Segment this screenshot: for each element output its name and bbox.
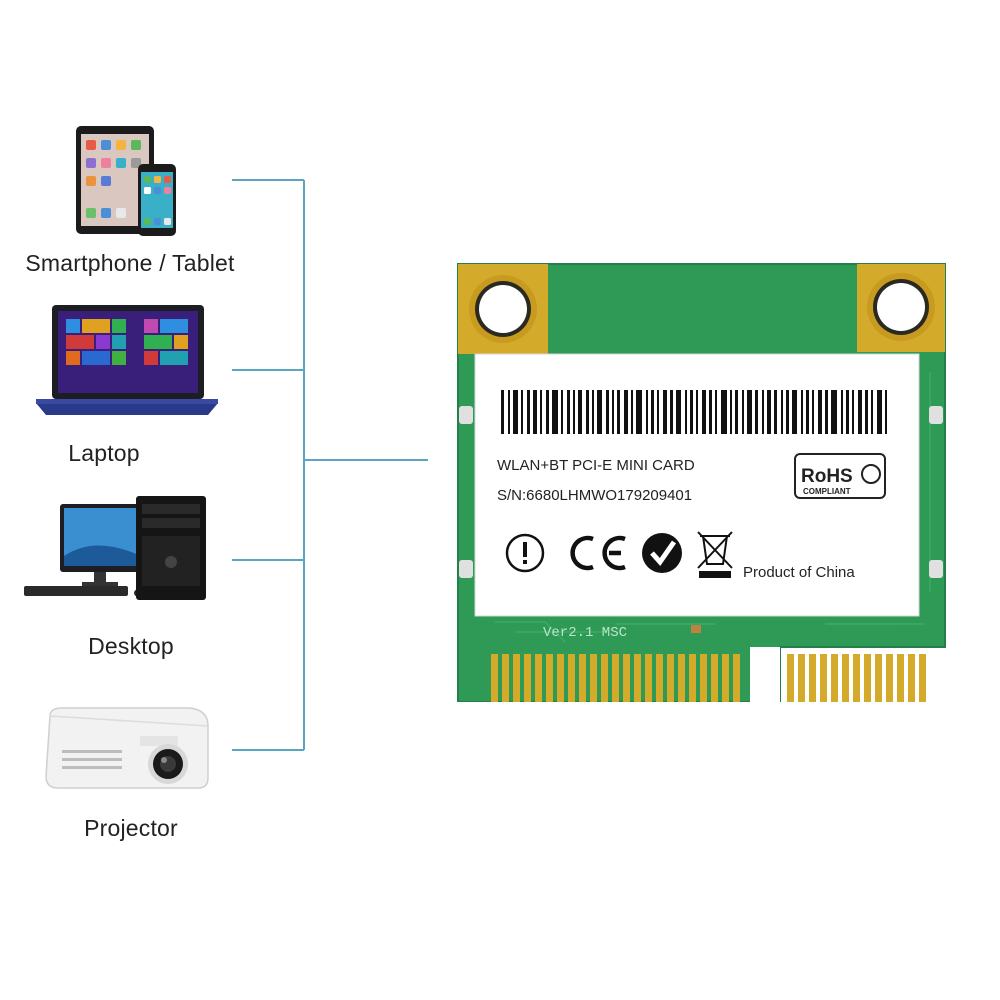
compliant-text: COMPLIANT (803, 487, 851, 496)
barcode (501, 390, 887, 434)
mount-hole-left (458, 264, 548, 354)
device-label-projector: Projector (84, 815, 178, 841)
pcb-marking: Ver2.1 MSC (543, 625, 627, 641)
device-label-desktop: Desktop (88, 633, 174, 659)
wlan-bt-mini-card: Ver2.1 MSC WLAN+BT PCI-E MINI CARD S/N:6… (457, 263, 946, 702)
card-title: WLAN+BT PCI-E MINI CARD (497, 457, 695, 474)
rohs-compliant-badge: RoHS COMPLIANT (794, 453, 886, 499)
edge-connector-left (491, 654, 740, 702)
origin-text: Product of China (743, 564, 855, 581)
projector-icon (45, 707, 209, 789)
weee-bin-icon (697, 531, 733, 578)
c-tick-icon (642, 533, 682, 573)
ce-mark-icon (570, 535, 626, 571)
device-label-smartphone-tablet: Smartphone / Tablet (25, 250, 235, 276)
desktop-computer-icon (24, 496, 206, 600)
card-serial: S/N:6680LHMWO179209401 (497, 487, 692, 504)
edge-connector-right (787, 654, 926, 702)
device-label-laptop: Laptop (68, 440, 140, 466)
rohs-text: RoHS (801, 466, 853, 487)
laptop-icon (36, 305, 218, 415)
warning-icon (505, 533, 545, 573)
tablet-phone-icon (76, 126, 176, 236)
mount-hole-right (857, 264, 945, 352)
